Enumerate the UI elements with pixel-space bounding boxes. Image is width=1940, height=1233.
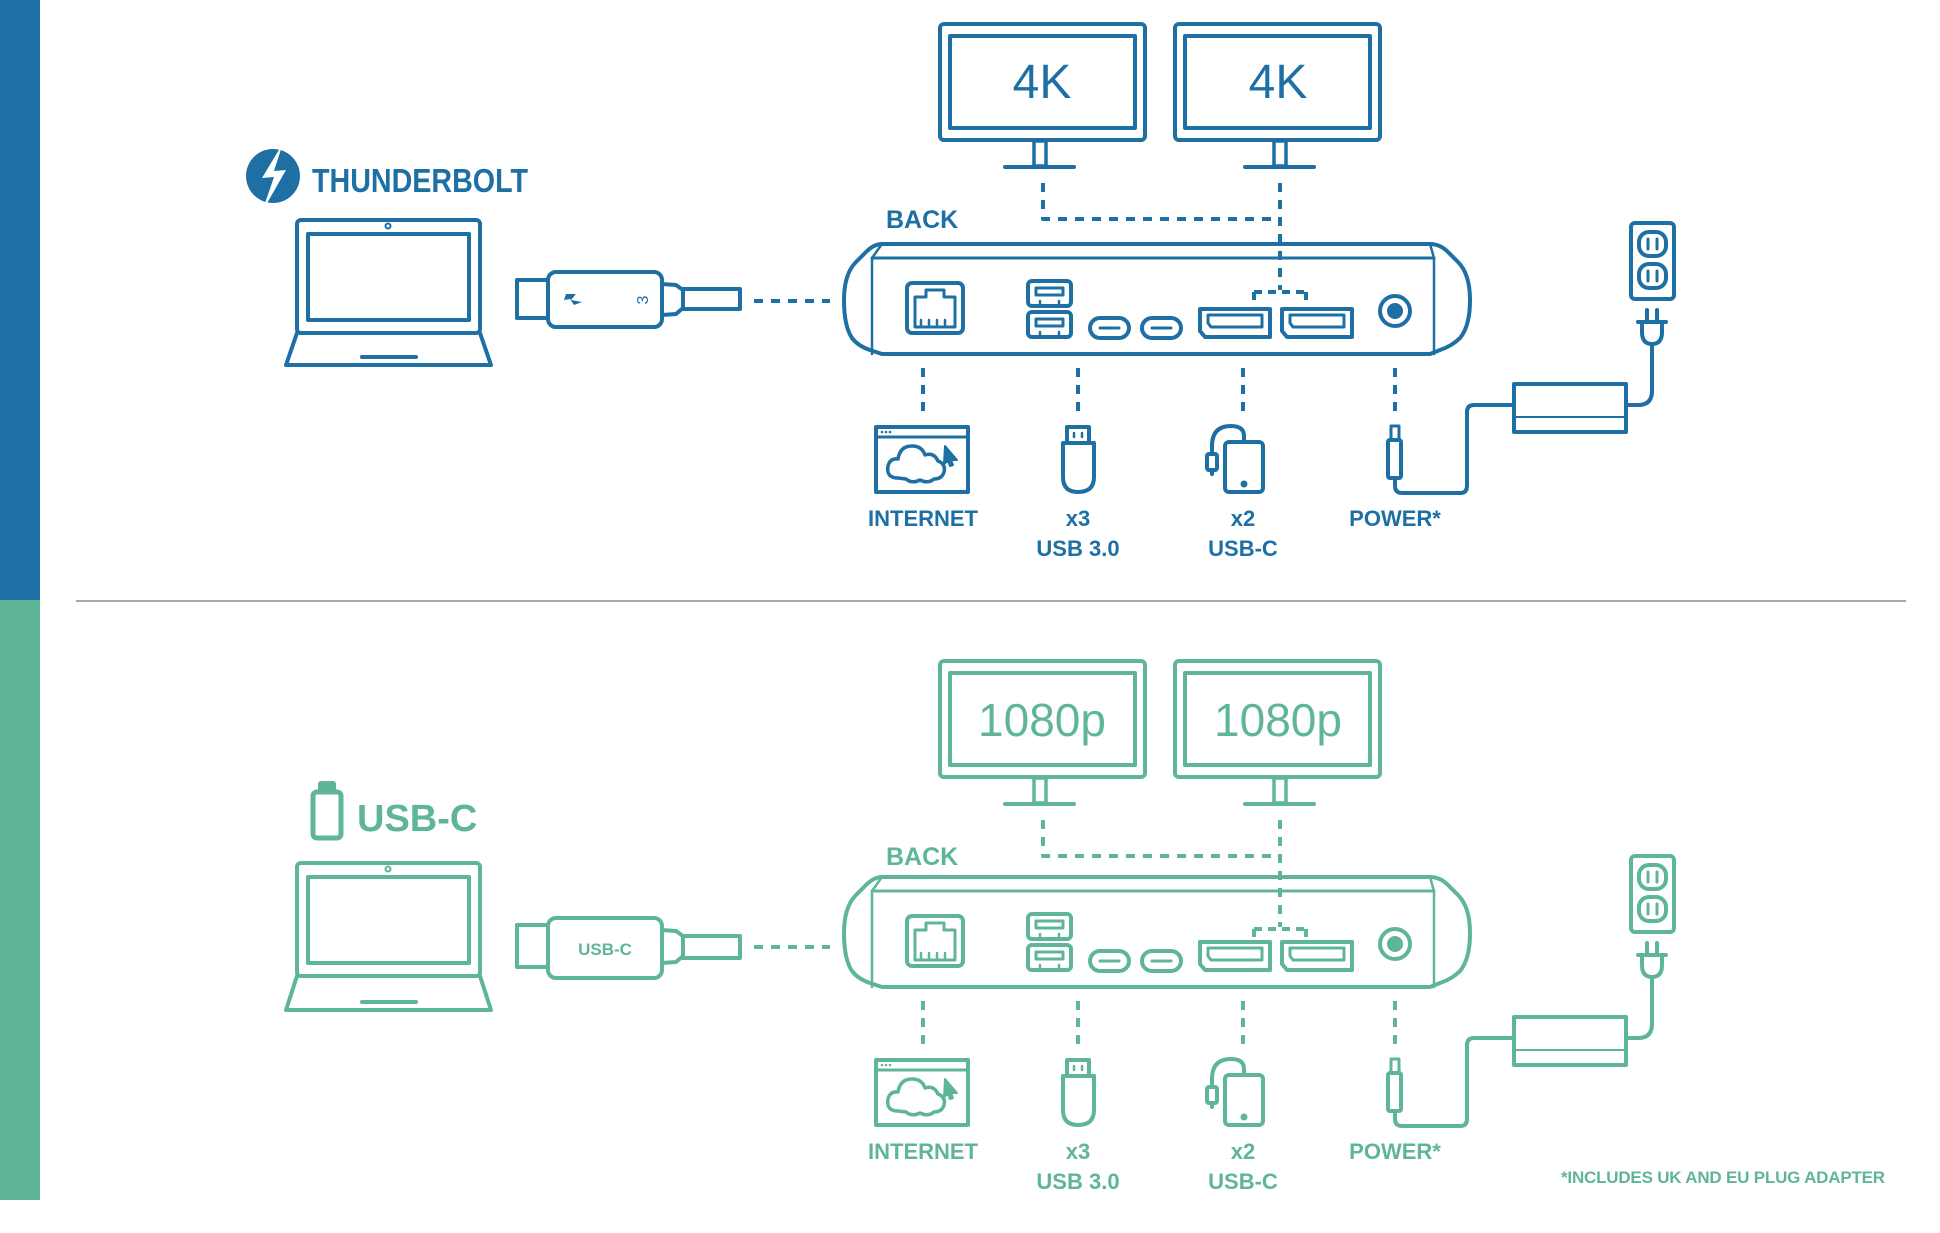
port-connection-lines [921, 368, 1397, 412]
internet-cloud-icon [874, 425, 970, 494]
monitor-resolution: 1080p [1214, 694, 1342, 746]
dock-back-label: BACK [886, 206, 958, 234]
usb-count-label: x3 [1066, 1139, 1090, 1164]
monitor-icon: 1080p [1173, 659, 1382, 806]
internet-cloud-icon [874, 1058, 970, 1127]
usbc-section: USB-C USB-C 1080p 1080p BACK [284, 659, 1676, 1194]
power-jack-icon [1378, 927, 1412, 961]
thunderbolt-cable-icon: 3 [515, 270, 742, 329]
usb-drive-icon [1061, 1058, 1096, 1127]
monitor-icon: 4K [938, 22, 1147, 169]
wall-outlet-icon [1629, 854, 1676, 934]
usb-c-connector-icon [310, 781, 344, 841]
thunderbolt-section: THUNDERBOLT 3 4K 4K BACK [246, 22, 1676, 561]
usb-c-port-icon [1140, 949, 1183, 973]
displayport-port-icon [1198, 307, 1272, 339]
displayport-port-icon [1280, 307, 1354, 339]
power-jack-icon [1378, 294, 1412, 328]
usb-c-device-icon [1205, 1057, 1265, 1127]
usbc-section-accent-bar [0, 600, 40, 1200]
brand-label: USB-C [357, 798, 477, 840]
dock-body [842, 875, 1472, 989]
usbc-count-label: x2 [1231, 506, 1255, 531]
cable-label: USB-C [578, 940, 632, 959]
monitor-resolution: 4K [1249, 56, 1308, 109]
cable-bolt-icon [564, 294, 582, 305]
power-adapter-icon [1386, 941, 1668, 1128]
monitor-resolution: 1080p [978, 694, 1106, 746]
usbc-count-label: x2 [1231, 1139, 1255, 1164]
usb-drive-icon [1061, 425, 1096, 494]
dock-body [842, 242, 1472, 356]
usb-c-cable-icon: USB-C [515, 916, 742, 980]
power-adapter-icon [1386, 308, 1668, 495]
displayport-port-icon [1198, 940, 1272, 972]
internet-label: INTERNET [868, 506, 979, 531]
usb-type-label: USB 3.0 [1036, 536, 1119, 561]
displayport-connection [1252, 927, 1308, 942]
usb-c-port-icon [1140, 316, 1183, 340]
usb-a-port-icon [1026, 943, 1073, 972]
plug-adapter-footnote: *INCLUDES UK AND EU PLUG ADAPTER [1561, 1168, 1885, 1187]
thunderbolt-section-accent-bar [0, 0, 40, 600]
monitor-resolution: 4K [1013, 56, 1072, 109]
displayport-port-icon [1280, 940, 1354, 972]
usb-a-port-icon [1026, 279, 1073, 308]
usb-a-port-icon [1026, 912, 1073, 941]
usb-c-port-icon [1088, 316, 1131, 340]
dock-back-label: BACK [886, 843, 958, 871]
ethernet-port-icon [905, 281, 965, 335]
cable-label: 3 [635, 295, 652, 304]
ethernet-port-icon [905, 914, 965, 968]
usb-count-label: x3 [1066, 506, 1090, 531]
usb-a-port-icon [1026, 310, 1073, 339]
section-divider [76, 600, 1906, 602]
displayport-connection [1252, 290, 1308, 305]
monitor-dock-connection [1041, 183, 1282, 290]
usb-type-label: USB 3.0 [1036, 1169, 1119, 1194]
usb-c-device-icon [1205, 424, 1265, 494]
laptop-icon [284, 861, 493, 1012]
usb-c-port-icon [1088, 949, 1131, 973]
power-label: POWER* [1349, 506, 1441, 531]
power-label: POWER* [1349, 1139, 1441, 1164]
monitor-icon: 1080p [938, 659, 1147, 806]
internet-label: INTERNET [868, 1139, 979, 1164]
monitor-dock-connection [1041, 820, 1282, 927]
laptop-icon [284, 218, 493, 367]
usbc-type-label: USB-C [1208, 1169, 1278, 1194]
wall-outlet-icon [1629, 221, 1676, 301]
usbc-type-label: USB-C [1208, 536, 1278, 561]
brand-label: THUNDERBOLT [312, 162, 528, 199]
port-connection-lines [921, 1001, 1397, 1045]
thunderbolt-logo-icon [246, 143, 300, 212]
monitor-icon: 4K [1173, 22, 1382, 169]
